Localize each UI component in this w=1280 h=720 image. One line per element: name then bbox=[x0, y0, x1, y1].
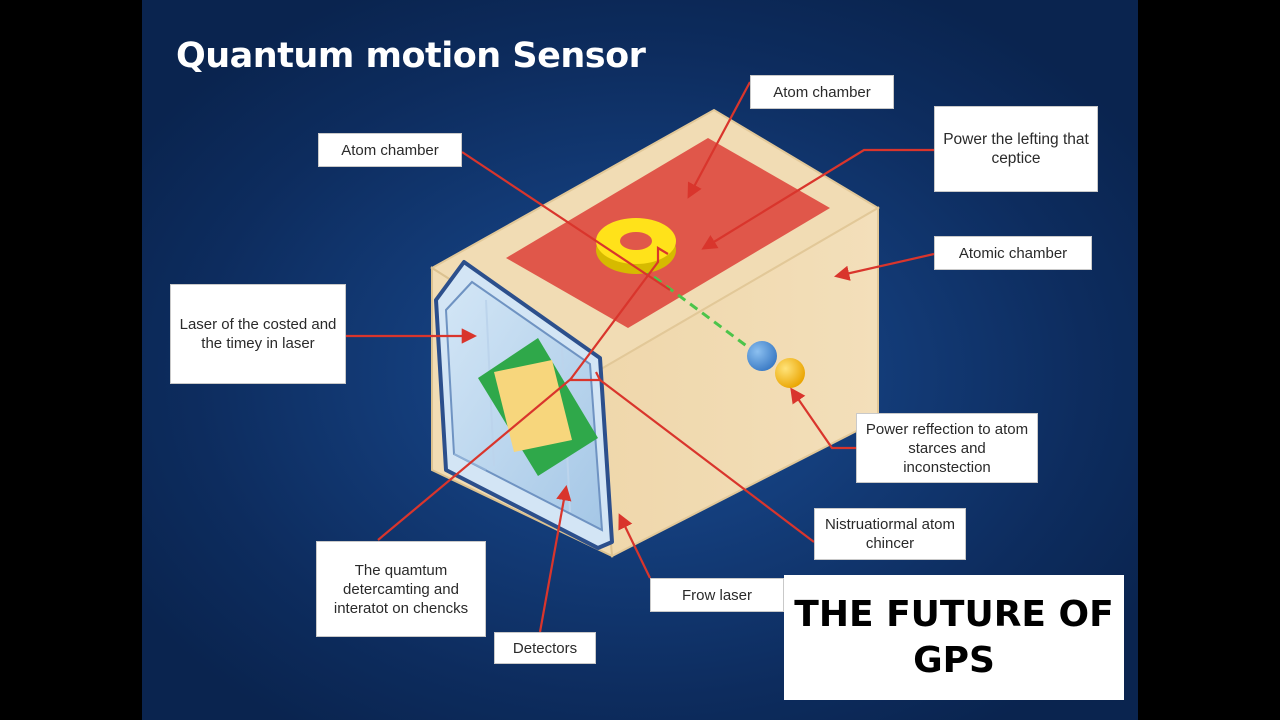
yellow-sensor-square bbox=[494, 360, 572, 452]
laser-beam bbox=[641, 266, 761, 358]
label-atomic-chamber: Atomic chamber bbox=[934, 236, 1092, 270]
label-frow-laser: Frow laser bbox=[650, 578, 784, 612]
leader-detectors bbox=[538, 484, 572, 633]
yellow-atom bbox=[775, 358, 805, 388]
label-atom-chamber-top: Atom chamber bbox=[750, 75, 894, 109]
leader-atom-chamber-top bbox=[687, 81, 751, 199]
sensor-illustration bbox=[346, 81, 935, 633]
label-laser-costed: Laser of the costed and the timey in las… bbox=[170, 284, 346, 384]
label-power-reffection: Power reffection to atom starces and inc… bbox=[856, 413, 1038, 483]
label-nistruatiormal: Nistruatiormal atom chincer bbox=[814, 508, 966, 560]
leader-frow-laser bbox=[618, 513, 651, 579]
blue-atom bbox=[747, 341, 777, 371]
leader-power-lefting bbox=[701, 148, 934, 250]
future-of-gps-banner: THE FUTURE OF GPS bbox=[784, 575, 1124, 700]
page-title: Quantum motion Sensor bbox=[176, 36, 646, 76]
label-atom-chamber-left: Atom chamber bbox=[318, 133, 462, 167]
leader-nistruatiormal bbox=[567, 246, 815, 543]
label-power-lefting: Power the lefting that ceptice bbox=[934, 106, 1098, 192]
diagram-stage: Quantum motion Sensor Atom chamber Atom … bbox=[142, 0, 1138, 720]
label-quamtum-detercamting: The quamtum detercamting and interatot o… bbox=[316, 541, 486, 637]
leader-atomic-chamber bbox=[833, 252, 935, 281]
leader-power-reffection bbox=[790, 387, 856, 450]
leader-quamtum bbox=[377, 377, 573, 541]
label-detectors: Detectors bbox=[494, 632, 596, 664]
leader-atom-chamber-left bbox=[461, 151, 671, 291]
